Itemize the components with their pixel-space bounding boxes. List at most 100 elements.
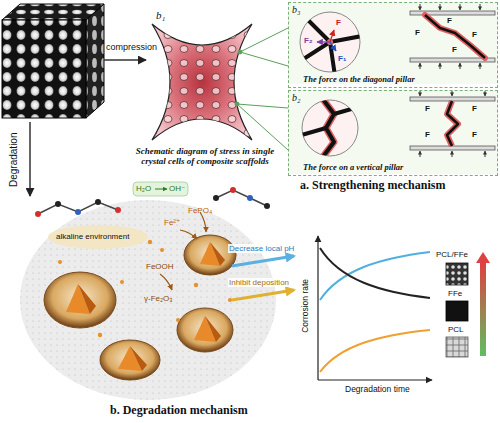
corrosion-pit: [100, 340, 160, 380]
ion-dot: [58, 260, 62, 264]
corrosion-pit: [205, 316, 221, 342]
force-label: F: [452, 45, 457, 54]
corrosion-chart: [320, 248, 430, 298]
corrosion-chart: [480, 262, 486, 356]
unit-cell: [152, 24, 252, 140]
ion-dot: [148, 240, 152, 244]
force-label: F₂: [304, 36, 312, 45]
force-panel: The force on the diagonal pillar: [288, 2, 498, 88]
unit-cell: [152, 24, 252, 140]
panel-letter: b₁: [156, 9, 165, 22]
degradation-arrow: [29, 122, 31, 196]
panel-ground: [288, 2, 498, 174]
diagonal-pillar-sketch: [480, 63, 481, 69]
ion-dot: [98, 333, 102, 337]
diagonal-node-zoom: [300, 12, 362, 76]
diagonal-node-zoom: [302, 18, 362, 76]
panel-letter: b₃: [292, 4, 300, 16]
corrosion-pit: [44, 272, 116, 328]
chemical-label: FeOOH: [146, 262, 174, 271]
diagonal-pillar-sketch: [440, 4, 441, 10]
polymer-chain: [95, 199, 101, 205]
ion-dot: [120, 280, 124, 284]
diagonal-node-zoom: [330, 30, 334, 42]
force-label: F: [425, 130, 430, 139]
vertical-pillar-sketch: [410, 97, 495, 101]
diagonal-pillar-sketch: [420, 4, 421, 10]
polymer-chain: [75, 209, 81, 215]
corrosion-pit: [78, 284, 96, 314]
diagonal-pillar-sketch: [425, 15, 485, 58]
degradation-scene: [20, 182, 276, 400]
leader-line: [237, 104, 288, 150]
corrosion-chart: [318, 236, 490, 380]
ion-dot: [228, 298, 232, 302]
unit-cell: [152, 24, 252, 140]
polymer-chain: [230, 187, 236, 193]
vertical-pillar-sketch: [452, 151, 453, 157]
force-label: F: [472, 104, 477, 113]
panel-ground: [288, 90, 498, 174]
panel-ground: [288, 2, 498, 84]
vertical-pillar-sketch: [485, 151, 486, 157]
reaction-arrow: [160, 212, 206, 290]
compression-arrow: [104, 60, 146, 61]
diagonal-node-zoom: [330, 36, 362, 42]
vertical-pillar-sketch: [420, 91, 485, 157]
water-reaction: [155, 189, 167, 190]
diagonal-node-zoom: [300, 12, 360, 72]
corrosion-chart: [318, 379, 432, 380]
diagonal-pillar-sketch: [420, 4, 480, 69]
vertical-pillar-sketch: [420, 91, 421, 96]
effect-label: Decrease local pH: [228, 244, 295, 253]
series-label: PCL: [448, 325, 464, 334]
series-label: FFe: [448, 289, 462, 298]
vertical-pillar-sketch: [420, 151, 421, 157]
polymer-chain: [216, 190, 267, 206]
section-title: a. Strengthening mechanism: [300, 179, 445, 193]
corrosion-chart: [446, 263, 468, 285]
corrosion-pit: [130, 346, 147, 371]
diagonal-pillar-sketch: [420, 63, 421, 69]
leader-line: [240, 52, 288, 66]
axis-title: Degradation time: [345, 385, 410, 395]
effect-label: Inhibit deposition: [228, 278, 290, 287]
vertical-pillar-sketch: [447, 101, 458, 146]
vertical-pillar-sketch: [410, 91, 495, 157]
compression-arrow: [104, 59, 146, 61]
polymer-chain: [247, 195, 253, 201]
series-label: PCL/FFe: [436, 250, 468, 259]
ion-dot: [176, 318, 180, 322]
polymer-chain: [55, 201, 61, 207]
vertical-node-zoom: [298, 128, 326, 136]
leader-line: [235, 28, 288, 150]
leader-line: [237, 104, 288, 108]
force-label: F: [336, 18, 341, 27]
arrow-label: Degradation: [8, 133, 20, 187]
vertical-pillar-sketch: [410, 146, 495, 150]
leader-line: [238, 50, 242, 54]
polymer-chain: [35, 211, 41, 217]
chemical-label: γ-Fe₂O₃: [144, 294, 173, 303]
section-title: b. Degradation mechanism: [110, 404, 248, 418]
diagonal-node-zoom: [317, 41, 330, 42]
water-reaction: [133, 182, 188, 196]
polymer-chain: [115, 207, 121, 213]
chemical-label: H₂O: [136, 184, 151, 193]
water-reaction: [133, 182, 188, 196]
vertical-node-zoom: [334, 106, 362, 114]
leader-line: [240, 28, 288, 52]
chemical-label: OH⁻: [169, 184, 185, 193]
force-label: F₁: [338, 54, 346, 63]
diagonal-pillar-sketch: [460, 63, 461, 69]
lattice-cube: [2, 20, 86, 118]
effect-arrow: [232, 290, 294, 300]
cell-caption: Schematic diagram of stress in single cr…: [126, 146, 284, 167]
force-label: F: [415, 28, 420, 37]
axis-title: Corrosion rate: [301, 279, 311, 333]
panel-caption: The force on a vertical pillar: [303, 163, 403, 173]
effect-arrow: [232, 256, 294, 266]
corrosion-pit: [44, 235, 236, 380]
